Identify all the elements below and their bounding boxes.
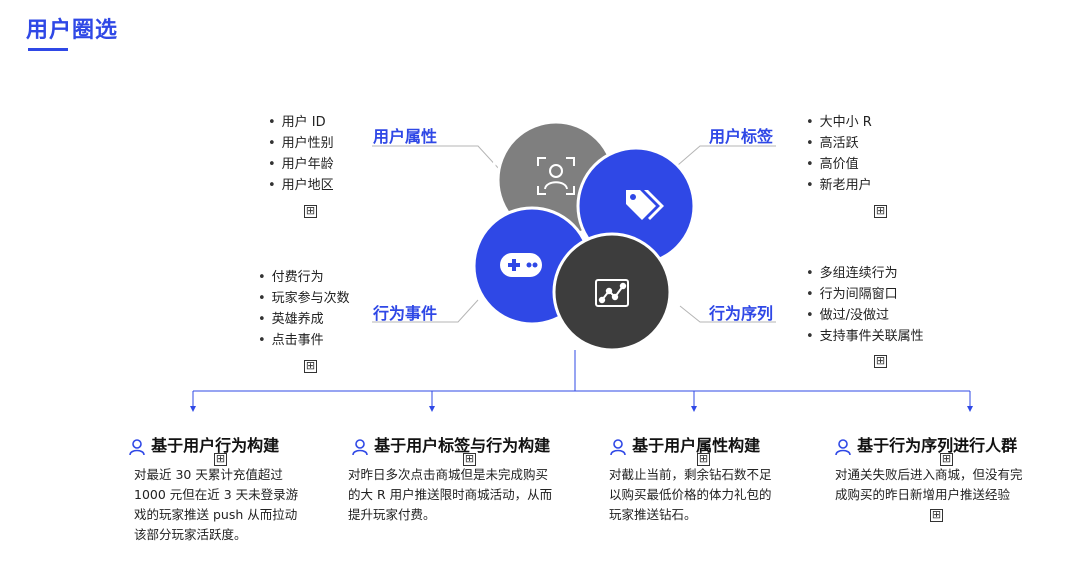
- label-user-attributes: 用户属性: [373, 127, 438, 146]
- tag-icon: [626, 190, 664, 220]
- arrow-4: [967, 406, 973, 412]
- user-icon: [352, 438, 368, 455]
- desc-line: 玩家推送钻石。: [609, 507, 697, 522]
- label-behavior-events: 行为事件: [373, 304, 438, 323]
- card-description: 对通关失败后进入商城，但没有完 成购买的昨日新增用户推送经验: [835, 465, 1023, 505]
- list-item: 用户年龄: [268, 154, 334, 175]
- page-title: 用户圈选: [26, 18, 119, 43]
- gamepad-icon: [500, 253, 542, 277]
- card-title: 基于用户行为构建: [151, 436, 280, 455]
- list-item: 英雄养成: [258, 309, 350, 330]
- list-item: 付费行为: [258, 267, 350, 288]
- card-title: 基于行为序列进行人群: [857, 436, 1018, 455]
- list-item: 多组连续行为: [806, 263, 924, 284]
- list-item: 支持事件关联属性: [806, 326, 924, 347]
- desc-line: 的大 R 用户推送限时商城活动，从而: [348, 487, 553, 502]
- behavior-events-list: 付费行为 玩家参与次数 英雄养成 点击事件: [258, 267, 350, 351]
- connector-user-tags: [677, 145, 776, 166]
- behavior-sequence-list: 多组连续行为 行为间隔窗口 做过/没做过 支持事件关联属性: [806, 263, 924, 347]
- expand-icon[interactable]: ⊞: [940, 452, 953, 466]
- list-item: 点击事件: [258, 330, 350, 351]
- list-item: 大中小 R: [806, 112, 872, 133]
- user-icon: [129, 438, 145, 455]
- desc-line: 以购买最低价格的体力礼包的: [609, 487, 772, 502]
- desc-line: 该部分玩家活跃度。: [134, 527, 247, 542]
- arrow-1: [190, 406, 196, 412]
- expand-icon[interactable]: ⊞: [874, 354, 887, 368]
- list-item: 行为间隔窗口: [806, 284, 924, 305]
- card-title: 基于用户标签与行为构建: [374, 436, 551, 455]
- arrow-2: [429, 406, 435, 412]
- expand-icon[interactable]: ⊞: [697, 452, 710, 466]
- user-icon: [835, 438, 851, 455]
- list-item: 做过/没做过: [806, 305, 924, 326]
- expand-icon[interactable]: ⊞: [304, 204, 317, 218]
- card-behavior-sequence: 基于行为序列进行人群: [834, 432, 1017, 456]
- desc-line: 成购买的昨日新增用户推送经验: [835, 487, 1011, 502]
- expand-icon[interactable]: ⊞: [463, 452, 476, 466]
- desc-line: 对昨日多次点击商城但是未完成购买: [348, 467, 549, 482]
- desc-line: 提升玩家付费。: [348, 507, 436, 522]
- label-user-tags: 用户标签: [709, 127, 774, 146]
- desc-line: 戏的玩家推送 push 从而拉动: [134, 507, 298, 522]
- list-item: 用户 ID: [268, 112, 334, 133]
- title-underline: [28, 48, 68, 51]
- card-user-behavior: 基于用户行为构建: [128, 432, 279, 456]
- expand-icon[interactable]: ⊞: [214, 452, 227, 466]
- list-item: 用户地区: [268, 175, 334, 196]
- expand-icon[interactable]: ⊞: [930, 508, 943, 522]
- desc-line: 对截止当前，剩余钻石数不足: [609, 467, 772, 482]
- list-item: 新老用户: [806, 175, 872, 196]
- label-behavior-sequence: 行为序列: [709, 304, 774, 323]
- connector-user-attributes: [372, 145, 501, 171]
- connector-behavior-sequence: [679, 305, 776, 323]
- list-item: 玩家参与次数: [258, 288, 350, 309]
- card-description: 对昨日多次点击商城但是未完成购买 的大 R 用户推送限时商城活动，从而 提升玩家…: [348, 465, 552, 525]
- user-icon: [610, 438, 626, 455]
- face-scan-icon: [537, 157, 575, 195]
- chart-line-icon: [595, 279, 629, 307]
- expand-icon[interactable]: ⊞: [304, 359, 317, 373]
- card-description: 对截止当前，剩余钻石数不足 以购买最低价格的体力礼包的 玩家推送钻石。: [609, 465, 772, 525]
- arrow-3: [691, 406, 697, 412]
- list-item: 用户性别: [268, 133, 334, 154]
- card-title: 基于用户属性构建: [632, 436, 761, 455]
- desc-line: 对最近 30 天累计充值超过: [134, 467, 283, 482]
- connector-behavior-events: [372, 299, 479, 323]
- user-attributes-list: 用户 ID 用户性别 用户年龄 用户地区: [268, 112, 334, 196]
- card-description: 对最近 30 天累计充值超过 1000 元但在近 3 天未登录游 戏的玩家推送 …: [134, 465, 298, 545]
- desc-line: 对通关失败后进入商城，但没有完: [835, 467, 1023, 482]
- card-user-attributes: 基于用户属性构建: [609, 432, 760, 456]
- card-user-tags-behavior: 基于用户标签与行为构建: [351, 432, 550, 456]
- user-tags-list: 大中小 R 高活跃 高价值 新老用户: [806, 112, 872, 196]
- expand-icon[interactable]: ⊞: [874, 204, 887, 218]
- list-item: 高价值: [806, 154, 872, 175]
- desc-line: 1000 元但在近 3 天未登录游: [134, 487, 299, 502]
- list-item: 高活跃: [806, 133, 872, 154]
